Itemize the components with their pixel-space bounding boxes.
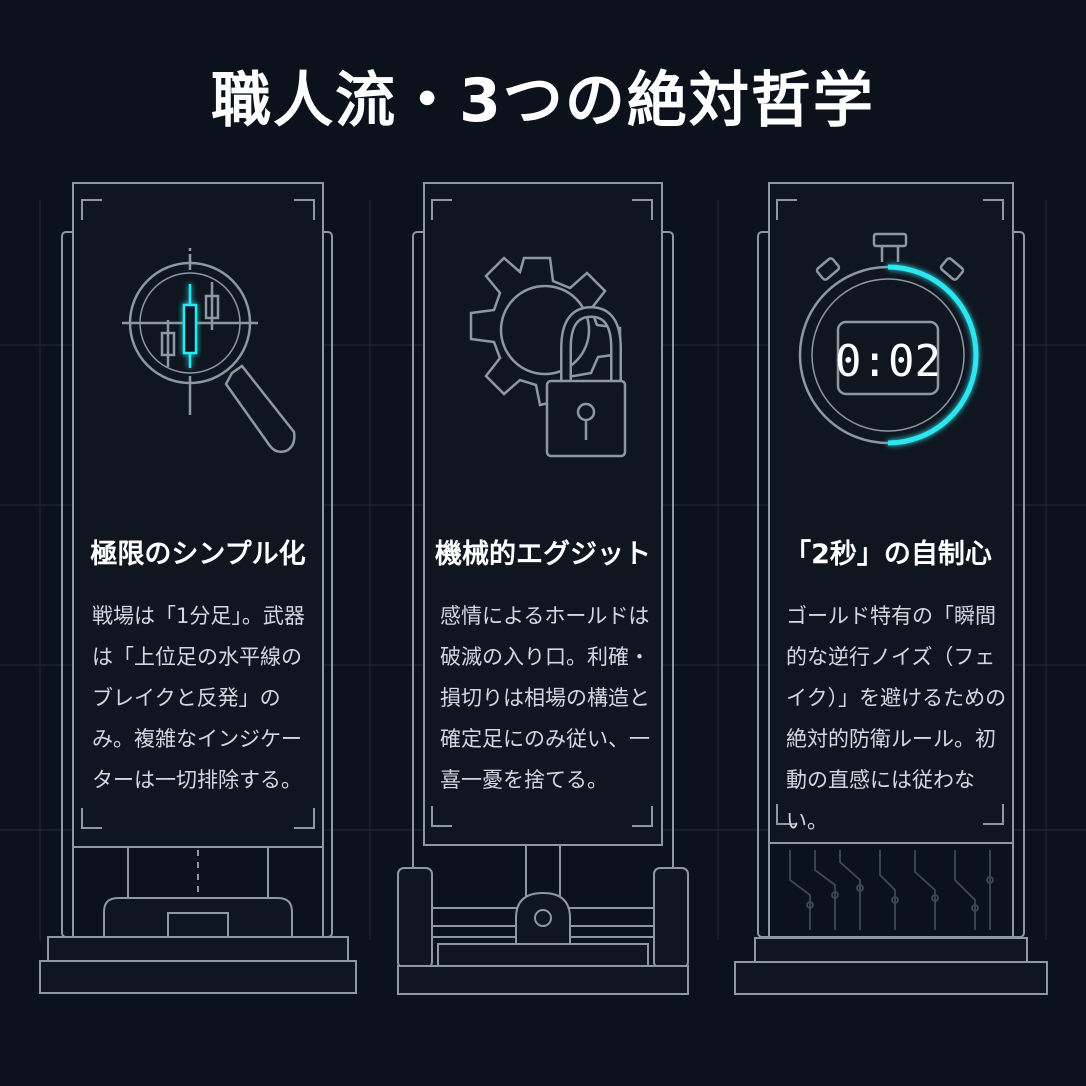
panel-3-heading: 「2秒」の自制心 bbox=[784, 539, 992, 570]
gear-padlock-icon bbox=[469, 256, 627, 458]
timer-progress-arc bbox=[887, 264, 979, 446]
panel-1-frame bbox=[39, 182, 357, 994]
page-title: 職人流・3つの絶対哲学 bbox=[211, 66, 875, 136]
candlestick-highlight bbox=[182, 284, 198, 368]
panel-1-heading: 極限のシンプル化 bbox=[90, 539, 306, 570]
circuit-traces bbox=[789, 850, 994, 930]
panel-3-frame bbox=[734, 182, 1048, 995]
timer-display: 0:02 bbox=[835, 336, 941, 387]
panel-2-frame bbox=[397, 182, 689, 995]
panel-1-body: 戦場は「1分足」。武器は「上位足の水平線のブレイクと反発」のみ。複雑なインジケー… bbox=[92, 604, 305, 792]
panel-2-body: 感情によるホールドは破滅の入り口。利確・損切りは相場の構造と確定足にのみ従い、一… bbox=[440, 604, 650, 792]
panel-2-heading: 機械的エグジット bbox=[435, 539, 651, 570]
panel-3-body: ゴールド特有の「瞬間的な逆行ノイズ（フェイク）」を避けるための絶対的防衛ルール。… bbox=[786, 604, 1007, 833]
